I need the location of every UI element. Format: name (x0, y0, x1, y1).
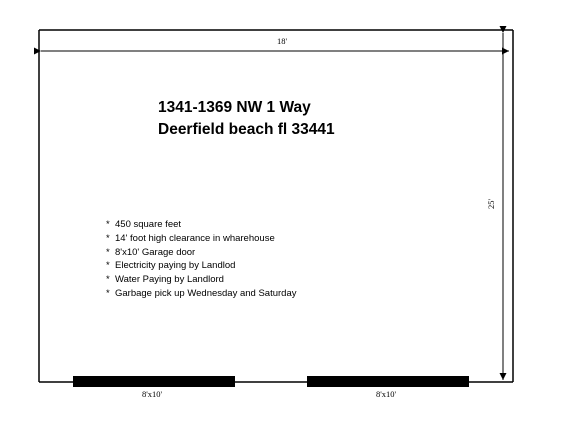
feature-item: * 8'x10' Garage door (106, 246, 297, 260)
width-dimension-label: 18' (277, 36, 288, 46)
feature-item: * 14' foot high clearance in wharehouse (106, 232, 297, 246)
feature-text: Electricity paying by Landlod (115, 260, 236, 272)
garage-door-right (307, 376, 469, 387)
address-line-1: 1341-1369 NW 1 Way (158, 99, 311, 116)
bullet-star-icon: * (106, 260, 110, 272)
bullet-star-icon: * (106, 219, 110, 230)
bullet-star-icon: * (106, 274, 110, 286)
feature-text: 14' foot high clearance in wharehouse (115, 232, 275, 244)
feature-item: * Water Paying by Landlord (106, 273, 297, 287)
bullet-star-icon: * (106, 287, 110, 299)
garage-door-right-label: 8'x10' (376, 389, 397, 399)
depth-dimension-label: 25' (486, 198, 497, 210)
feature-text: Garbage pick up Wednesday and Saturday (115, 287, 297, 299)
address-line-2: Deerfield beach fl 33441 (158, 121, 335, 138)
bullet-star-icon: * (106, 246, 110, 258)
features-list: * 450 square feet * 14' foot high clearanc… (106, 218, 297, 301)
garage-door-left-label: 8'x10' (142, 389, 163, 399)
feature-item: * 450 square feet (106, 218, 297, 232)
feature-item: * Electricity paying by Landlod (106, 259, 297, 273)
feature-text: Water Paying by Landlord (115, 274, 224, 286)
garage-door-left (73, 376, 235, 387)
feature-item: * Garbage pick up Wednesday and Saturday (106, 287, 297, 301)
feature-text: 450 square feet (115, 219, 182, 230)
bullet-star-icon: * (106, 232, 110, 244)
feature-text: 8'x10' Garage door (115, 246, 196, 258)
